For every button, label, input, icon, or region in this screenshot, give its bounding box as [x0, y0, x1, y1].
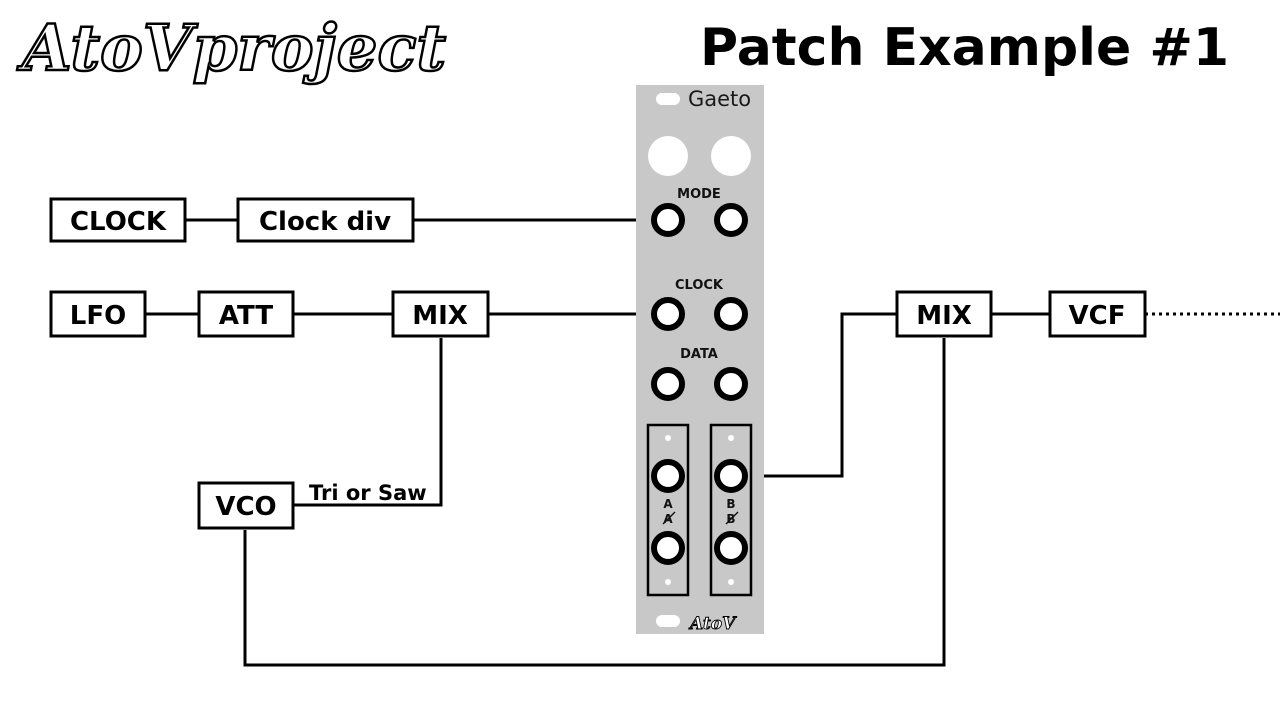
mount-hole-bottom — [656, 615, 680, 627]
a-bar-slash — [662, 511, 676, 525]
vco-output-annotation: Tri or Saw — [309, 481, 427, 505]
box-vcf: VCF — [1048, 290, 1147, 338]
led-a-top — [665, 435, 671, 441]
knob-left[interactable] — [648, 136, 688, 176]
knob-right[interactable] — [711, 136, 751, 176]
box-mix-right-label: MIX — [916, 301, 972, 331]
patch-cables — [145, 218, 1280, 667]
box-vco-frame — [197, 481, 295, 530]
box-att-label: ATT — [219, 301, 273, 331]
box-vco-label: VCO — [215, 492, 276, 522]
data-label: DATA — [680, 347, 718, 362]
mode-label: MODE — [677, 187, 721, 202]
logo-text: AtoVproject — [17, 11, 446, 86]
led-b-top — [728, 435, 734, 441]
jack-b-bar-out[interactable] — [714, 531, 748, 565]
box-clock-frame — [49, 197, 187, 243]
box-mix-right: MIX — [895, 290, 993, 338]
box-clock-div-frame — [236, 197, 415, 243]
jack-clock-left[interactable] — [651, 297, 685, 331]
cable-vco-to-mix-right — [243, 338, 946, 667]
box-vcf-frame — [1048, 290, 1147, 338]
output-frame-a — [646, 423, 690, 597]
box-lfo-frame — [49, 290, 147, 338]
box-mix-right-frame — [895, 290, 993, 338]
box-lfo-label: LFO — [70, 301, 126, 331]
jack-mode-left[interactable] — [651, 203, 685, 237]
box-vcf-label: VCF — [1069, 301, 1126, 331]
box-att-frame — [197, 290, 295, 338]
mount-hole-top — [656, 93, 680, 105]
output-frame-b — [709, 423, 753, 597]
b-bar-slash — [725, 511, 739, 525]
clock-label: CLOCK — [675, 278, 724, 293]
jack-a-out[interactable] — [651, 459, 685, 493]
page-title: Patch Example #1 — [700, 18, 1229, 78]
jack-data-left[interactable] — [651, 367, 685, 401]
led-a-bottom — [665, 579, 671, 585]
jack-mode-right[interactable] — [714, 203, 748, 237]
jack-data-right[interactable] — [714, 367, 748, 401]
jack-a-bar-out[interactable] — [651, 531, 685, 565]
a-label: A — [663, 497, 673, 511]
box-clock-label: CLOCK — [70, 207, 167, 237]
box-clock: CLOCK — [49, 197, 187, 243]
b-label: B — [726, 497, 735, 511]
box-clock-div: Clock div — [236, 197, 415, 243]
box-mix-left-frame — [391, 290, 490, 338]
jack-b-out[interactable] — [714, 459, 748, 493]
box-lfo: LFO — [49, 290, 147, 338]
atov-logo: AtoVproject — [16, 10, 448, 88]
gaeto-module: Gaeto MODE CLOCK DATA — [636, 85, 764, 634]
jack-clock-right[interactable] — [714, 297, 748, 331]
box-vco: VCO — [197, 481, 295, 530]
box-clock-div-label: Clock div — [259, 207, 391, 237]
cable-vco-to-mix — [293, 338, 443, 507]
module-footer-logo: AtoV — [688, 614, 737, 634]
box-mix-left: MIX — [391, 290, 490, 338]
box-att: ATT — [197, 290, 295, 338]
module-name: Gaeto — [688, 87, 751, 111]
box-mix-left-label: MIX — [412, 301, 468, 331]
led-b-bottom — [728, 579, 734, 585]
